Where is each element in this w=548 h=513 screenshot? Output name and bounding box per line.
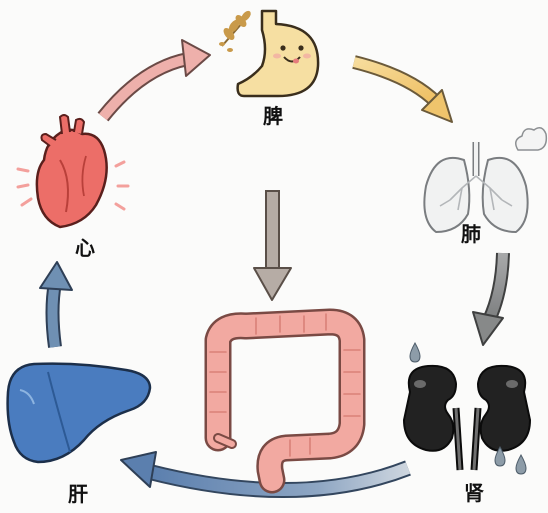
label-heart: 心 xyxy=(75,238,95,258)
liver-icon xyxy=(8,364,150,462)
arrow-center-down xyxy=(254,191,291,300)
kidney-icon xyxy=(404,366,530,470)
label-kidney: 肾 xyxy=(464,483,484,503)
lung-icon xyxy=(424,142,527,232)
wheat-icon xyxy=(219,9,253,52)
intestine-icon xyxy=(210,314,360,480)
stomach-icon xyxy=(238,11,318,96)
cloud-puff-icon xyxy=(516,128,547,150)
arrow-lung-to-kidney xyxy=(473,253,503,345)
label-spleen: 脾 xyxy=(263,106,283,126)
arrow-spleen-to-lung xyxy=(354,62,452,122)
arrow-heart-to-spleen xyxy=(103,40,210,117)
heart-icon xyxy=(18,115,128,227)
label-lung: 肺 xyxy=(461,224,481,244)
arrow-liver-to-heart xyxy=(40,262,72,347)
label-liver: 肝 xyxy=(68,484,88,504)
